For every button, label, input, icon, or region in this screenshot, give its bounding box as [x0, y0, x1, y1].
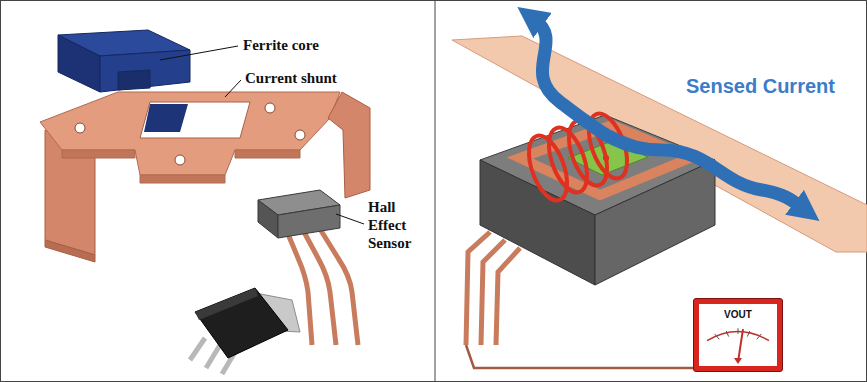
- hall-sensor: [278, 205, 340, 238]
- current-shunt: [40, 92, 370, 262]
- meter-face: VOUT: [699, 304, 777, 366]
- meter-tick: [747, 331, 749, 337]
- meter-tick: [738, 328, 739, 334]
- meter-tick: [726, 331, 728, 337]
- current-shunt: [140, 175, 225, 183]
- meter-needle: [738, 329, 743, 362]
- current-shunt: [140, 102, 250, 138]
- meter-wire: [466, 345, 700, 368]
- sensor-package: [206, 345, 220, 368]
- current-shunt: [62, 150, 135, 158]
- sensor-leads: [466, 232, 520, 345]
- ferrite-core: [100, 50, 190, 92]
- current-shunt: [265, 103, 275, 113]
- meter-label: VOUT: [724, 308, 752, 320]
- current-shunt: [328, 92, 370, 198]
- sensor-package: [195, 288, 288, 358]
- meter-tick: [757, 334, 762, 340]
- hall-sensor: [258, 200, 278, 238]
- current-shunt: [40, 92, 340, 175]
- leader-line: [225, 80, 241, 97]
- sensor-package: [190, 288, 300, 374]
- sensor-leads: [481, 240, 505, 345]
- current-shunt: [45, 240, 95, 262]
- flow-label: Sensed Current: [686, 74, 835, 98]
- panel-divider: [435, 0, 436, 382]
- meter-tick: [715, 334, 720, 340]
- part-label: Ferrite core: [243, 36, 319, 54]
- current-shunt: [75, 123, 85, 133]
- leader-line: [336, 214, 364, 224]
- current-shunt: [295, 130, 305, 140]
- leader-line: [160, 46, 364, 224]
- meter-needle: [734, 358, 742, 364]
- current-shunt: [235, 150, 300, 158]
- part-label: Current shunt: [245, 69, 337, 87]
- current-shunt: [144, 104, 188, 132]
- current-shunt: [175, 155, 185, 165]
- voltmeter: VOUT: [693, 298, 783, 372]
- leader-line: [160, 46, 238, 60]
- ferrite-core: [58, 30, 190, 92]
- sensor-package: [480, 115, 715, 285]
- part-label: Hall Effect Sensor: [368, 198, 428, 252]
- sensor-package: [195, 288, 258, 320]
- sensor-package: [480, 160, 595, 285]
- sensor-package: [190, 338, 205, 360]
- hall-sensor: [320, 229, 358, 345]
- sensor-leads: [466, 232, 490, 345]
- ferrite-core: [118, 70, 150, 90]
- sensor-leads: [496, 248, 520, 345]
- meter-dial: [699, 320, 777, 366]
- ferrite-core: [58, 35, 100, 92]
- current-arrow: [535, 20, 802, 208]
